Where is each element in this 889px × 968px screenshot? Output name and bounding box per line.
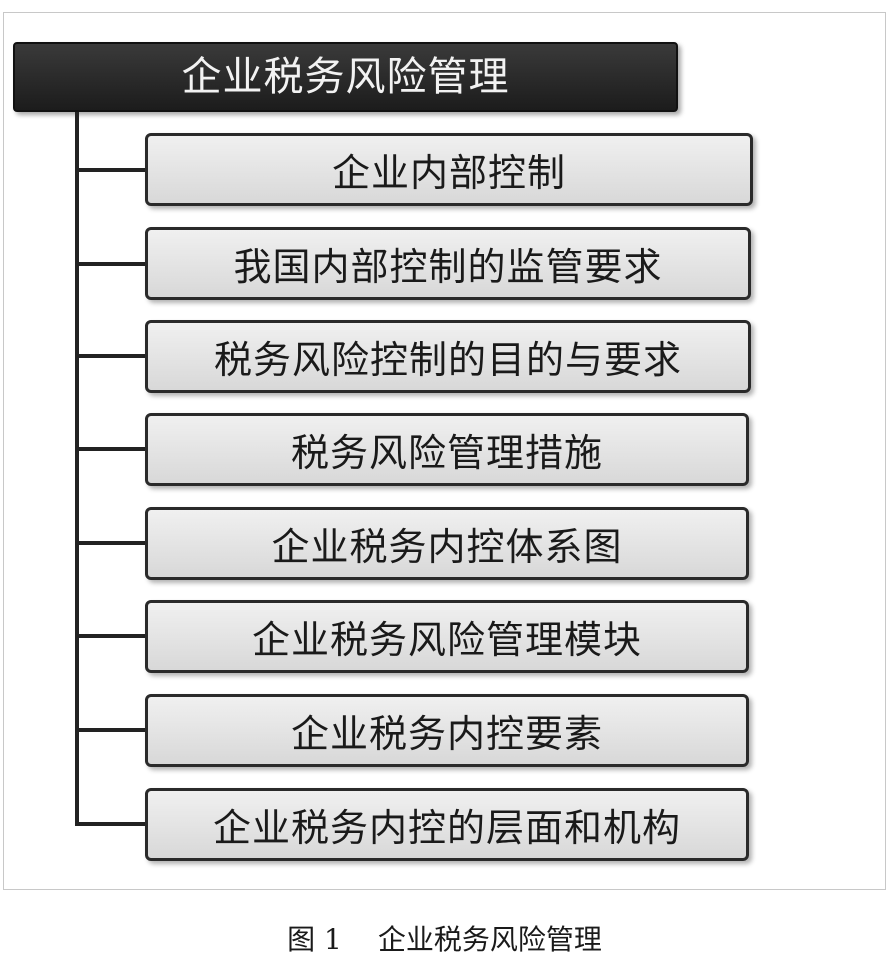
- branch-line: [75, 447, 147, 451]
- root-node: 企业税务风险管理: [13, 42, 678, 112]
- child-node: 企业税务内控要素: [145, 694, 749, 767]
- child-node: 企业税务风险管理模块: [145, 600, 749, 673]
- child-node: 我国内部控制的监管要求: [145, 227, 751, 300]
- child-node: 企业内部控制: [145, 133, 753, 206]
- branch-line: [75, 728, 147, 732]
- figure-caption: 图 1 企业税务风险管理: [0, 918, 889, 958]
- branch-line: [75, 354, 147, 358]
- tree-trunk-line: [75, 112, 79, 826]
- child-node: 税务风险控制的目的与要求: [145, 320, 751, 393]
- branch-line: [75, 262, 147, 266]
- child-node: 企业税务内控的层面和机构: [145, 788, 749, 861]
- figure-title: 企业税务风险管理: [377, 923, 602, 956]
- branch-line: [75, 634, 147, 638]
- child-node: 税务风险管理措施: [145, 413, 749, 486]
- branch-line: [75, 541, 147, 545]
- child-node: 企业税务内控体系图: [145, 507, 749, 580]
- branch-line: [75, 168, 147, 172]
- branch-line: [75, 822, 147, 826]
- figure-number: 图 1: [287, 923, 342, 956]
